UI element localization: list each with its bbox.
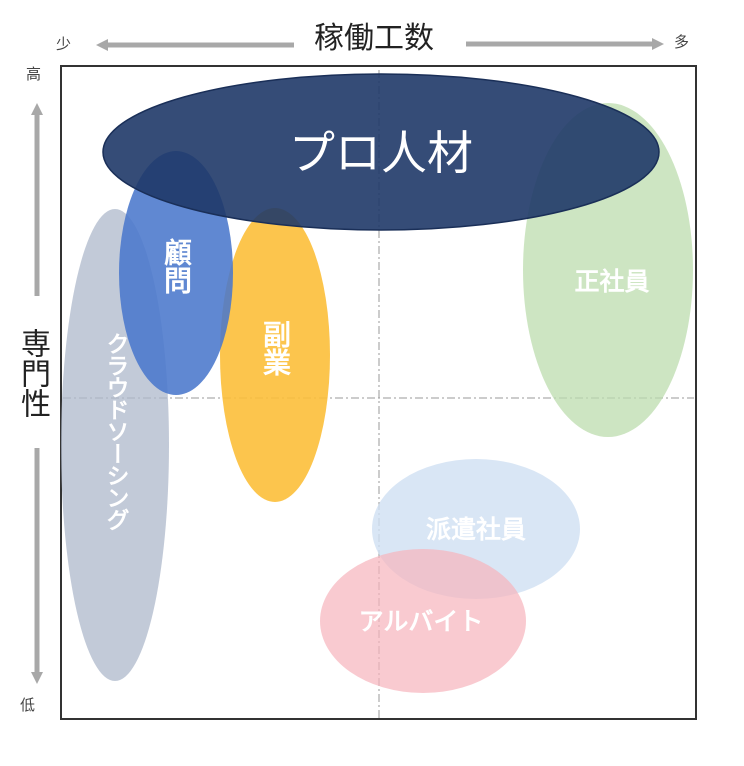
- pro-label: プロ人材: [289, 126, 473, 180]
- crowdsourcing-label: クラウドソーシング: [102, 332, 128, 530]
- x-axis-arrows: [96, 38, 664, 51]
- y-axis-arrows: [31, 103, 43, 684]
- sidejob-label: 副業: [259, 320, 292, 376]
- fulltime-label: 正社員: [574, 267, 649, 296]
- advisor-label: 顧問: [160, 238, 193, 294]
- x-arrow-left-head: [96, 39, 108, 51]
- x-axis-high-label: 多: [674, 33, 690, 51]
- x-arrow-right-head: [652, 38, 664, 50]
- region-pro: [102, 73, 660, 231]
- dispatch-label: 派遣社員: [426, 515, 526, 544]
- region-parttime: [320, 549, 526, 693]
- y-axis-low-label: 低: [20, 696, 36, 714]
- y-axis-high-label: 高: [26, 65, 42, 83]
- y-arrow-down-head: [31, 672, 43, 684]
- region-sidejob: [220, 208, 330, 502]
- x-axis-low-label: 少: [56, 35, 72, 53]
- parttime-label: アルバイト: [359, 607, 484, 636]
- y-arrow-up-head: [31, 103, 43, 115]
- y-axis-title: 専門性: [15, 328, 50, 418]
- x-axis-title: 稼働工数: [314, 21, 434, 56]
